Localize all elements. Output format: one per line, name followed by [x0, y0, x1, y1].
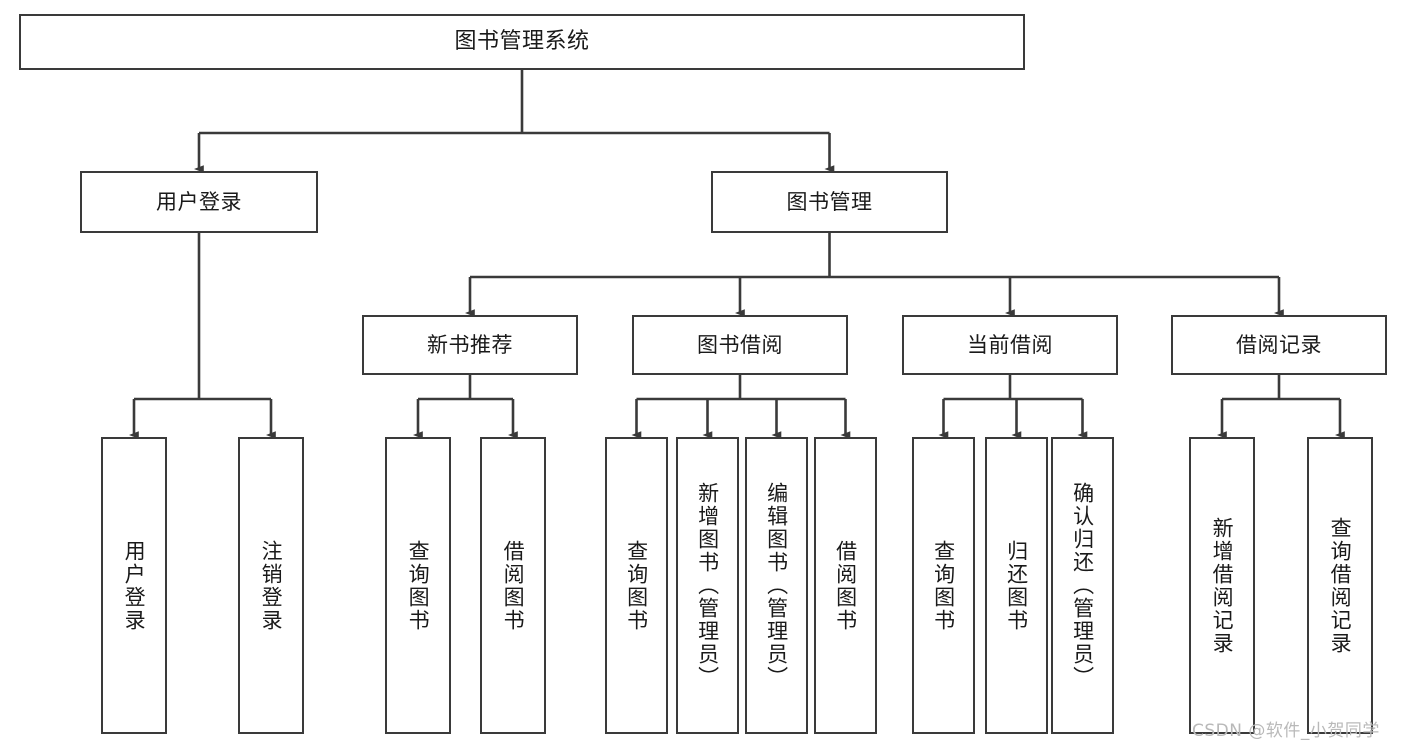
node-l3-c2[interactable]: 新增图书（管理员） — [676, 437, 739, 734]
node-label: 查询借阅记录 — [1328, 516, 1353, 655]
node-l1-login[interactable]: 用户登录 — [80, 171, 318, 233]
node-l3-e1[interactable]: 新增借阅记录 — [1189, 437, 1255, 734]
node-l2-borrow[interactable]: 图书借阅 — [632, 315, 848, 375]
node-l3-a1[interactable]: 用户登录 — [101, 437, 167, 734]
node-label: 新书推荐 — [427, 332, 513, 357]
node-l3-c1[interactable]: 查询图书 — [605, 437, 668, 734]
node-l2-newbook[interactable]: 新书推荐 — [362, 315, 578, 375]
node-l1-books[interactable]: 图书管理 — [711, 171, 948, 233]
node-label: 用户登录 — [156, 189, 242, 214]
node-l3-c4[interactable]: 借阅图书 — [814, 437, 877, 734]
node-label: 新增图书（管理员） — [695, 482, 720, 689]
node-label: 归还图书 — [1004, 539, 1029, 632]
node-l3-d2[interactable]: 归还图书 — [985, 437, 1048, 734]
csdn-watermark: CSDN @软件_小贺同学 — [1192, 721, 1380, 741]
node-label: 当前借阅 — [967, 332, 1053, 357]
node-label: 借阅图书 — [501, 539, 526, 632]
node-l2-records[interactable]: 借阅记录 — [1171, 315, 1387, 375]
node-l2-current[interactable]: 当前借阅 — [902, 315, 1118, 375]
node-root[interactable]: 图书管理系统 — [19, 14, 1025, 70]
node-l3-d3[interactable]: 确认归还（管理员） — [1051, 437, 1114, 734]
node-l3-a2[interactable]: 注销登录 — [238, 437, 304, 734]
node-label: 查询图书 — [406, 539, 431, 632]
node-label: 查询图书 — [931, 539, 956, 632]
node-l3-b1[interactable]: 查询图书 — [385, 437, 451, 734]
node-label: 编辑图书（管理员） — [764, 482, 789, 689]
node-label: 查询图书 — [624, 539, 649, 632]
node-label: 确认归还（管理员） — [1070, 482, 1095, 689]
node-label: 图书管理 — [786, 189, 873, 214]
node-label: 借阅记录 — [1236, 332, 1322, 357]
node-label: 借阅图书 — [833, 539, 858, 632]
node-l3-c3[interactable]: 编辑图书（管理员） — [745, 437, 808, 734]
node-l3-d1[interactable]: 查询图书 — [912, 437, 975, 734]
node-label: 新增借阅记录 — [1210, 516, 1235, 655]
node-label: 图书借阅 — [697, 332, 783, 357]
node-label: 注销登录 — [259, 539, 284, 632]
node-label: 用户登录 — [122, 539, 147, 632]
node-l3-e2[interactable]: 查询借阅记录 — [1307, 437, 1373, 734]
node-label: 图书管理系统 — [454, 29, 590, 55]
node-l3-b2[interactable]: 借阅图书 — [480, 437, 546, 734]
